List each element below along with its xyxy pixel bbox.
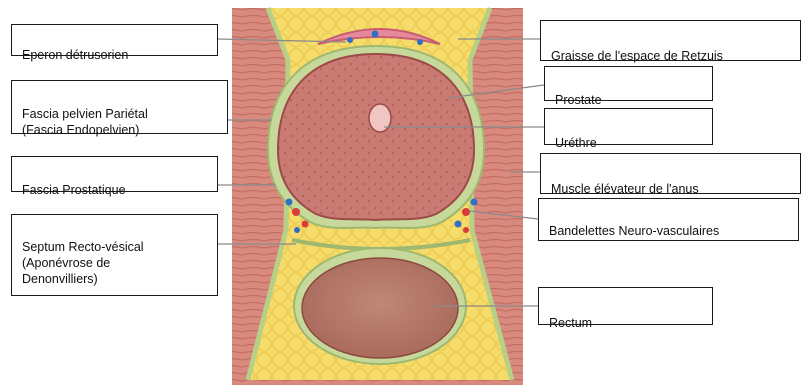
label-septum-recto-vesical: Septum Recto-vésical (Aponévrose de Deno… (11, 214, 218, 296)
label-urethre: Uréthre (544, 108, 713, 145)
label-text: Muscle élévateur de l'anus (551, 181, 790, 197)
label-eperon-detrusorien: Eperon détrusorien (11, 24, 218, 56)
label-rectum: Rectum (538, 287, 713, 325)
label-prostate: Prostate (544, 66, 713, 101)
label-text: Fascia Prostatique (22, 182, 207, 198)
vein-dot (347, 37, 353, 43)
rectum-shape (302, 258, 458, 358)
urethra-shape (369, 104, 391, 132)
label-text: Septum Recto-vésical (Aponévrose de Deno… (22, 239, 207, 287)
label-fascia-prostatique: Fascia Prostatique (11, 156, 218, 192)
label-graisse-retzius: Graisse de l'espace de Retzuis (540, 20, 801, 61)
label-text: Prostate (555, 92, 702, 108)
label-text: Eperon détrusorien (22, 47, 207, 63)
label-text: Graisse de l'espace de Retzuis (551, 48, 790, 64)
label-muscle-elevateur: Muscle élévateur de l'anus (540, 153, 801, 194)
label-text: Uréthre (555, 135, 702, 151)
label-bandelettes: Bandelettes Neuro-vasculaires (538, 198, 799, 241)
label-text: Bandelettes Neuro-vasculaires (549, 223, 788, 239)
prostate-shape (278, 54, 474, 220)
vein-dot (372, 31, 379, 38)
label-text: Rectum (549, 315, 702, 331)
label-fascia-pelvien-parietal: Fascia pelvien Pariétal (Fascia Endopelv… (11, 80, 228, 134)
vein-dot (417, 39, 423, 45)
label-text: Fascia pelvien Pariétal (Fascia Endopelv… (22, 106, 217, 138)
